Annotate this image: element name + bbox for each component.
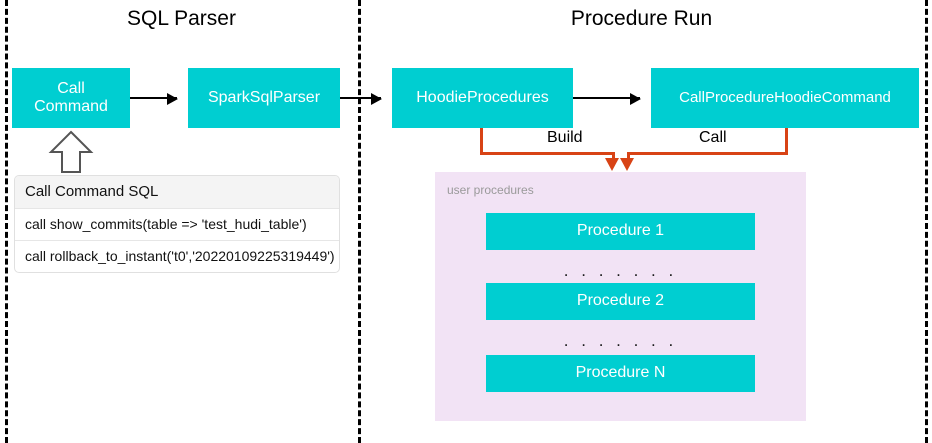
node-spark-sql-parser[interactable]: SparkSqlParser — [188, 68, 340, 128]
sql-table-row-1: call rollback_to_instant('t0','202201092… — [25, 248, 335, 264]
call-command-sql-table: Call Command SQL call show_commits(table… — [14, 175, 340, 273]
arrow-up-sql-to-call-command — [48, 130, 94, 174]
node-call-procedure-hoodie-command[interactable]: CallProcedureHoodieCommand — [651, 68, 919, 128]
sql-table-header: Call Command SQL — [15, 176, 339, 209]
sql-table-row-0: call show_commits(table => 'test_hudi_ta… — [15, 209, 339, 241]
divider-right — [925, 0, 928, 443]
orange-line-call-drop — [627, 152, 630, 162]
arrow-call-command-to-spark-sql-parser — [130, 93, 178, 105]
arrow-call-into-user-procedures — [620, 158, 634, 171]
ellipsis-2: . . . . . . . — [563, 331, 678, 350]
node-call-command[interactable]: Call Command — [12, 68, 130, 128]
section-title-sql-parser: SQL Parser — [127, 7, 236, 30]
arrow-spark-sql-parser-to-hoodie-procedures — [340, 93, 382, 105]
node-hoodie-procedures[interactable]: HoodieProcedures — [392, 68, 573, 128]
divider-middle — [358, 0, 361, 443]
orange-line-build-drop — [612, 152, 615, 162]
ellipsis-1: . . . . . . . — [563, 261, 678, 280]
user-procedures-label: user procedures — [447, 183, 534, 197]
procedure-item-n[interactable]: Procedure N — [486, 355, 755, 392]
arrow-build-into-user-procedures — [605, 158, 619, 171]
edge-label-call: Call — [693, 130, 733, 146]
procedure-item-1[interactable]: Procedure 1 — [486, 213, 755, 250]
section-title-procedure-run: Procedure Run — [570, 7, 713, 30]
orange-line-call-vertical — [785, 128, 788, 154]
edge-label-build: Build — [541, 130, 589, 146]
orange-line-build-vertical — [480, 128, 483, 154]
orange-line-build-horizontal — [480, 152, 612, 155]
procedure-item-2[interactable]: Procedure 2 — [486, 283, 755, 320]
orange-line-call-horizontal — [627, 152, 788, 155]
divider-left — [5, 0, 8, 443]
up-arrow-icon — [48, 130, 94, 173]
arrow-hoodie-procedures-to-call-procedure-command — [573, 93, 641, 105]
